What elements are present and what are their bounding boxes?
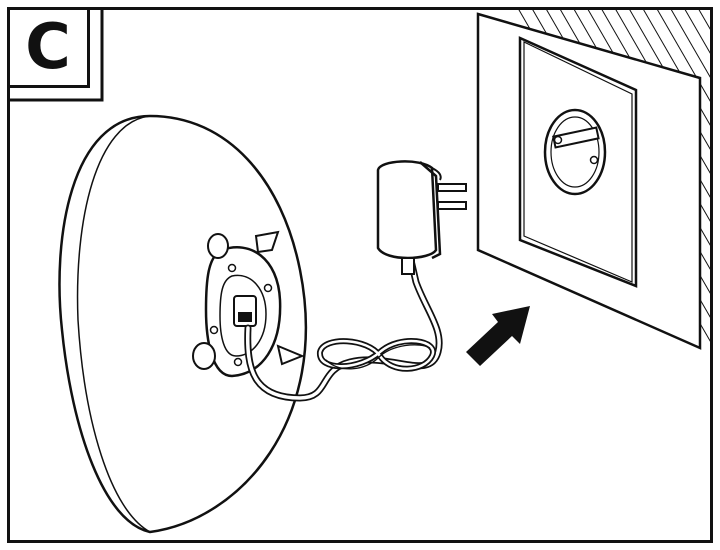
step-badge-frame <box>8 8 104 102</box>
wall-outlet <box>543 108 607 196</box>
power-adapter <box>376 160 467 275</box>
lamp-base-disc <box>58 114 308 534</box>
power-cable-inner <box>245 254 441 400</box>
cable-coil <box>317 338 436 372</box>
arrow-icon <box>466 306 530 366</box>
step-badge-inner-border <box>7 7 90 88</box>
step-label: C <box>25 10 71 83</box>
base-mounting-plate <box>192 230 305 378</box>
wall-hatching <box>518 8 712 350</box>
